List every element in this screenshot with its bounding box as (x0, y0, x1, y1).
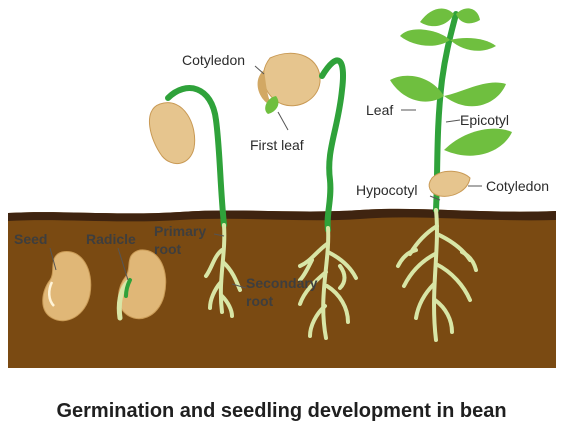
label-primary-root-line2: root (154, 241, 182, 257)
soil-surface (8, 208, 556, 222)
label-seed: Seed (14, 231, 47, 247)
label-radicle: Radicle (86, 231, 136, 247)
label-leaf: Leaf (366, 102, 393, 118)
cotyledon-fold (257, 70, 272, 106)
label-secondary-root-line2: root (246, 293, 274, 309)
leaves (390, 8, 512, 156)
diagram-caption: Germination and seedling development in … (56, 400, 507, 422)
curved-stem (319, 57, 346, 233)
label-hypocotyl: Hypocotyl (356, 182, 417, 198)
cotyledon-mature (428, 170, 471, 197)
primary-root-system (204, 223, 242, 318)
stage-mature-seedling (390, 8, 512, 342)
bean-seed-sprouting (118, 249, 167, 319)
cotyledon-seed-1 (148, 102, 196, 164)
label-cotyledon-1: Cotyledon (182, 52, 245, 68)
stage-seed (42, 251, 92, 322)
seed-hilum (48, 281, 55, 307)
stage-radicle (116, 249, 167, 321)
stage-primary-root (148, 85, 242, 318)
mature-root-system (396, 208, 478, 342)
soil-layer (8, 208, 556, 368)
label-cotyledon-2: Cotyledon (486, 178, 549, 194)
label-first-leaf: First leaf (250, 137, 304, 153)
label-secondary-root-line1: Secondary (246, 275, 318, 291)
hooked-stem (165, 85, 227, 228)
first-leaf-shape (265, 96, 279, 114)
label-epicotyl: Epicotyl (460, 112, 509, 128)
radicle-green (124, 278, 132, 298)
label-primary-root-line1: Primary (154, 223, 206, 239)
leader-lines (49, 65, 482, 289)
secondary-root-system (298, 226, 358, 340)
stage-first-leaf (257, 52, 358, 340)
bean-seed (42, 251, 92, 322)
